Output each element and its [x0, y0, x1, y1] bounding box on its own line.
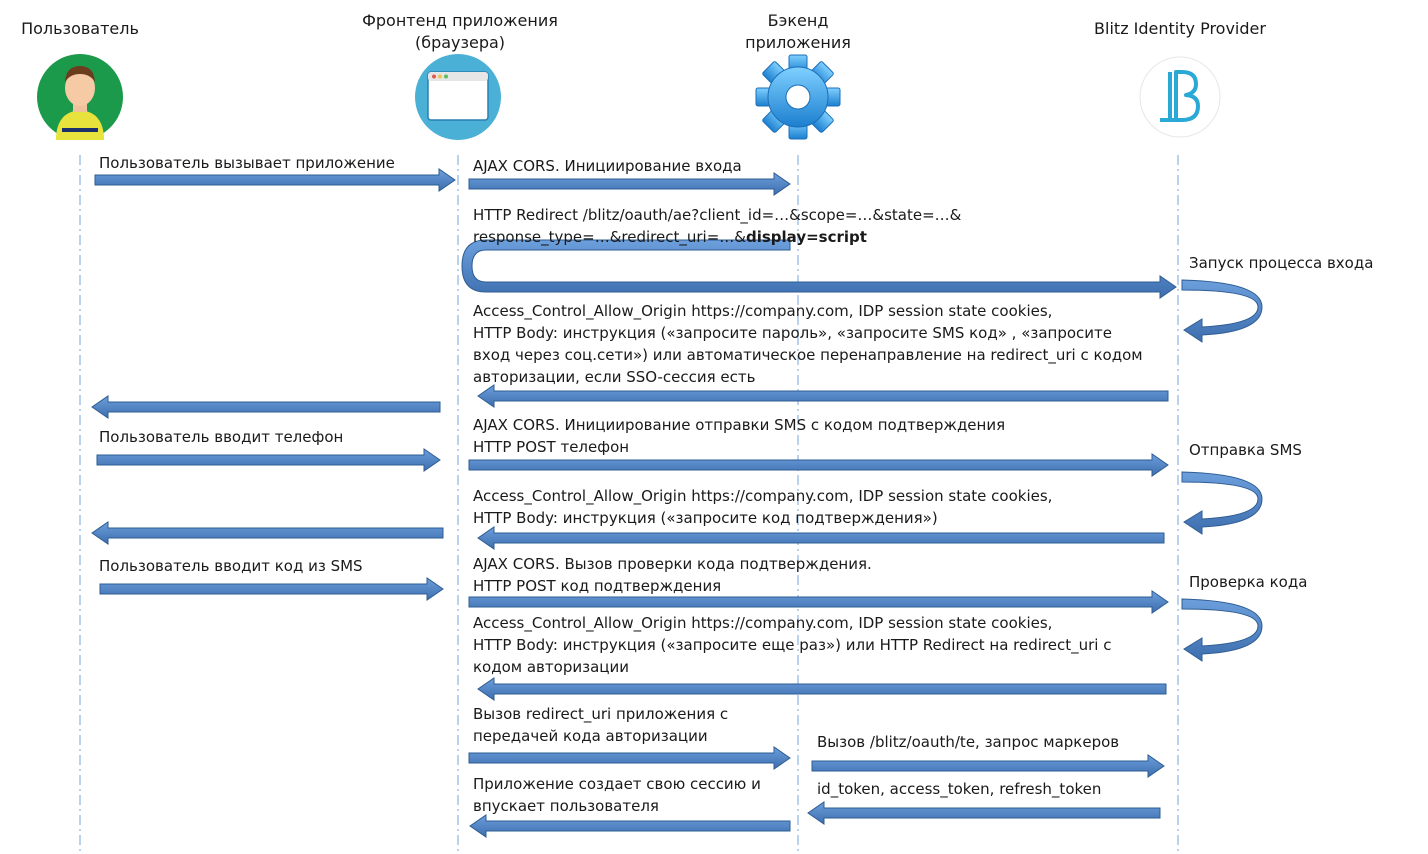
msg-text: Access_Control_Allow_Origin https://comp… — [473, 614, 1053, 632]
msg-tokens: id_token, access_token, refresh_token — [817, 778, 1101, 800]
arrow-idp-to-frontend-2 — [477, 526, 1165, 550]
msg-text: Вызов redirect_uri приложения с — [473, 705, 729, 723]
msg-text: response_type=…&redirect_uri=…& — [473, 228, 746, 246]
arrow-frontend-to-user-2 — [91, 521, 444, 545]
self-call-start-login-shape — [1181, 279, 1263, 343]
msg-user-enters-phone: Пользователь вводит телефон — [99, 426, 343, 448]
actor-backend-label: Бэкенд приложения — [738, 10, 858, 54]
msg-text: Пользователь вводит код из SMS — [99, 557, 363, 575]
self-call-send-sms — [1181, 471, 1263, 535]
actor-backend-line2: приложения — [745, 33, 851, 52]
actor-user-label: Пользователь — [0, 18, 160, 40]
self-call-start-login — [1181, 279, 1263, 343]
msg-text: HTTP Redirect /blitz/oauth/ae?client_id=… — [473, 206, 962, 224]
msg-token-request: Вызов /blitz/oauth/te, запрос маркеров — [817, 731, 1119, 753]
msg-text: Вызов /blitz/oauth/te, запрос маркеров — [817, 733, 1120, 751]
note-start-login: Запуск процесса входа — [1189, 252, 1373, 274]
msg-text: AJAX CORS. Инициирование входа — [473, 157, 742, 175]
arrow-user-to-frontend-phone — [96, 448, 441, 472]
actor-user-text: Пользователь — [21, 19, 139, 38]
arrow-idp-to-frontend-3 — [477, 677, 1167, 701]
msg-text: передачей кода авторизации — [473, 727, 708, 745]
browser-window-icon — [415, 54, 501, 140]
actor-frontend-line1: Фронтенд приложения — [362, 11, 558, 30]
arrow-frontend-to-backend-init — [468, 172, 791, 196]
msg-text: HTTP Body: инструкция («запросите пароль… — [473, 324, 1113, 342]
msg-user-enters-code: Пользователь вводит код из SMS — [99, 555, 363, 577]
user-avatar-icon — [37, 54, 123, 140]
actor-idp-text: Blitz Identity Provider — [1094, 19, 1266, 38]
blitz-logo-icon — [1139, 56, 1221, 138]
msg-acao-response-3: Access_Control_Allow_Origin https://comp… — [473, 612, 1111, 678]
arrow-idp-to-backend-tokens — [807, 801, 1161, 825]
msg-acao-response-2: Access_Control_Allow_Origin https://comp… — [473, 485, 1052, 529]
note-check-code: Проверка кода — [1189, 571, 1307, 593]
gear-icon — [755, 54, 841, 140]
msg-text: HTTP POST телефон — [473, 438, 630, 456]
arrow-frontend-to-backend-redirect — [468, 746, 791, 770]
msg-text-line2: response_type=…&redirect_uri=…&display=s… — [473, 226, 961, 248]
msg-text: Пользователь вводит телефон — [99, 428, 344, 446]
msg-http-redirect: HTTP Redirect /blitz/oauth/ae?client_id=… — [473, 204, 961, 248]
msg-app-session: Приложение создает свою сессию и впускае… — [473, 773, 761, 817]
msg-text: Пользователь вызывает приложение — [99, 154, 395, 172]
arrow-frontend-to-idp-check — [468, 590, 1169, 614]
self-call-send-sms-shape — [1181, 471, 1263, 535]
note-text: Отправка SMS — [1189, 441, 1302, 459]
actor-backend-line1: Бэкенд — [767, 11, 829, 30]
note-send-sms: Отправка SMS — [1189, 439, 1302, 461]
arrow-backend-to-idp-token — [811, 754, 1165, 778]
msg-ajax-check: AJAX CORS. Вызов проверки кода подтвержд… — [473, 553, 872, 597]
msg-ajax-init: AJAX CORS. Инициирование входа — [473, 155, 742, 177]
arrow-user-to-frontend-1 — [94, 168, 456, 192]
msg-ajax-sms: AJAX CORS. Инициирование отправки SMS с … — [473, 414, 1005, 458]
msg-text-bold: display=script — [745, 228, 867, 246]
msg-user-calls-app: Пользователь вызывает приложение — [99, 152, 395, 174]
msg-text: авторизации, если SSO-сессия есть — [473, 368, 756, 386]
arrow-backend-to-frontend-session — [469, 814, 791, 838]
msg-text: Access_Control_Allow_Origin https://comp… — [473, 487, 1053, 505]
message-arrows — [91, 168, 1169, 838]
arrow-idp-to-frontend-1 — [477, 384, 1169, 408]
actor-idp-label: Blitz Identity Provider — [1060, 18, 1300, 40]
idp-self-calls — [1181, 279, 1263, 662]
note-text: Запуск процесса входа — [1189, 254, 1374, 272]
msg-text: Access_Control_Allow_Origin https://comp… — [473, 302, 1053, 320]
self-call-check-code — [1181, 598, 1263, 662]
actor-frontend-line2: (браузера) — [414, 33, 506, 52]
msg-text: кодом авторизации — [473, 658, 629, 676]
lifelines — [79, 155, 1179, 854]
msg-redirect-uri-call: Вызов redirect_uri приложения с передаче… — [473, 703, 728, 747]
msg-text: HTTP POST код подтверждения — [473, 577, 722, 595]
arrow-frontend-to-user-1 — [91, 395, 441, 419]
msg-text: HTTP Body: инструкция («запросите код по… — [473, 509, 938, 527]
msg-acao-response-1: Access_Control_Allow_Origin https://comp… — [473, 300, 1143, 388]
self-call-check-code-shape — [1181, 598, 1263, 662]
actor-frontend-label: Фронтенд приложения (браузера) — [345, 10, 575, 54]
msg-text: AJAX CORS. Вызов проверки кода подтвержд… — [473, 555, 872, 573]
msg-text: вход через соц.сети») или автоматическое… — [473, 346, 1143, 364]
arrow-user-to-frontend-code — [99, 577, 444, 601]
arrow-frontend-to-idp-sms — [468, 453, 1169, 477]
msg-text: id_token, access_token, refresh_token — [817, 780, 1102, 798]
msg-text: AJAX CORS. Инициирование отправки SMS с … — [473, 416, 1006, 434]
note-text: Проверка кода — [1189, 573, 1308, 591]
msg-text: впускает пользователя — [473, 797, 659, 815]
redirect-loop-arrow — [461, 239, 1177, 299]
msg-text: Приложение создает свою сессию и — [473, 775, 761, 793]
msg-text: HTTP Body: инструкция («запросите еще ра… — [473, 636, 1112, 654]
